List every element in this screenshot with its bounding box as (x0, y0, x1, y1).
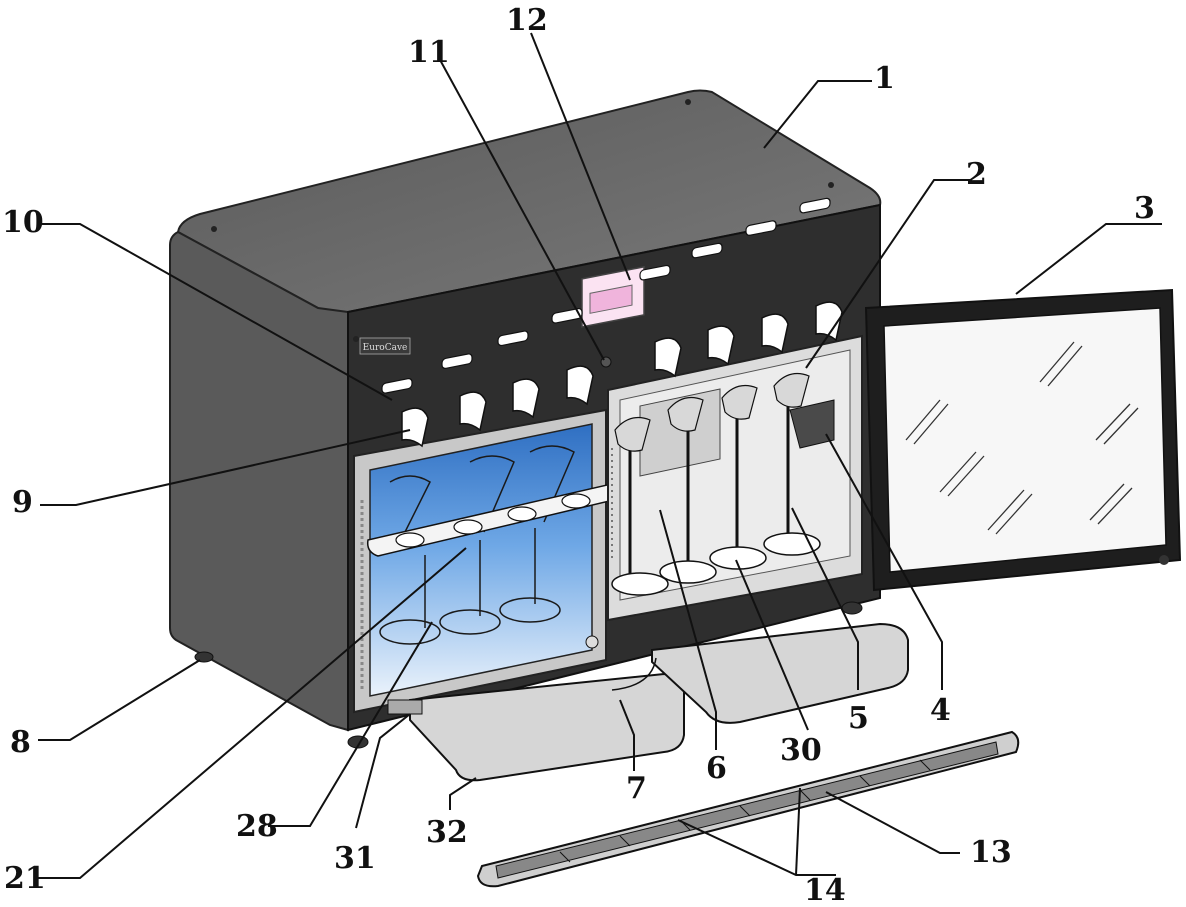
callout-13: 13 (970, 835, 1012, 870)
callout-31: 31 (334, 841, 376, 876)
callout-12: 12 (506, 3, 548, 38)
serving-buttons (381, 197, 831, 394)
drip-tray-right (651, 622, 909, 724)
loose-bar (476, 730, 1020, 888)
callout-14: 14 (804, 873, 846, 907)
callout-10: 10 (2, 205, 44, 240)
callout-7: 7 (626, 771, 647, 806)
callout-9: 9 (12, 485, 33, 520)
callout-6: 6 (706, 751, 727, 786)
brand-logo: EuroCave (359, 337, 411, 355)
glass-door (864, 288, 1182, 592)
drip-trays (387, 622, 909, 782)
callout-3: 3 (1134, 191, 1155, 226)
callout-5: 5 (848, 701, 869, 736)
callout-2: 2 (966, 157, 987, 192)
cabinet-left-side (169, 230, 349, 732)
callout-11: 11 (408, 35, 450, 70)
callout-28: 28 (236, 809, 278, 844)
callout-32: 32 (426, 815, 468, 850)
brand-logo-text: EuroCave (363, 343, 408, 353)
leader-lines (38, 32, 1162, 879)
callout-21: 21 (4, 861, 46, 896)
control-display (581, 265, 645, 328)
callout-1: 1 (874, 61, 895, 96)
callout-4: 4 (930, 693, 951, 728)
callout-8: 8 (10, 725, 31, 760)
callout-30: 30 (780, 733, 822, 768)
left-compartment (353, 408, 627, 714)
callout-labels: 1 2 3 4 5 6 7 8 9 10 11 12 13 14 21 28 3… (2, 3, 1155, 907)
spouts (401, 301, 843, 448)
